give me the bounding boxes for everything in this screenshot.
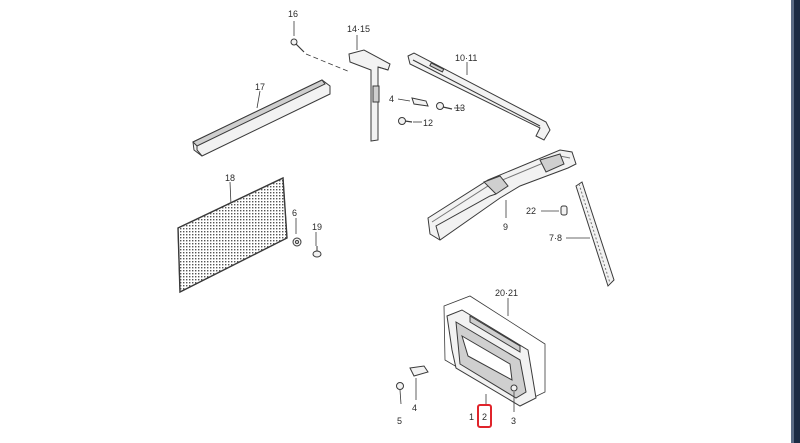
callout-10-11: 10·11 xyxy=(455,53,478,63)
callout-2[interactable]: 2 xyxy=(482,412,488,422)
callout-7-8: 7·8 xyxy=(549,233,563,243)
callout-1: 1 xyxy=(469,412,475,422)
callout-4-upper: 4 xyxy=(389,94,395,104)
callout-12: 12 xyxy=(423,118,434,128)
callout-9: 9 xyxy=(503,222,509,232)
callout-6-upper: 6 xyxy=(292,208,298,218)
screw-part-16 xyxy=(290,21,351,73)
callout-16: 16 xyxy=(288,9,299,19)
bracket-part-14-15 xyxy=(348,35,391,142)
trim-panel-part-9 xyxy=(427,149,577,241)
screw-part-13 xyxy=(436,102,463,110)
screw-part-19 xyxy=(312,232,322,258)
callout-4-lower: 4 xyxy=(412,403,418,413)
clip-part-4-upper xyxy=(397,97,429,107)
trim-strip-part-17 xyxy=(192,79,331,157)
callout-13: 13 xyxy=(455,103,466,113)
washer-part-6 xyxy=(292,218,302,247)
clip-part-22 xyxy=(541,205,568,216)
callout-20-21: 20·21 xyxy=(495,288,519,298)
callout-5: 5 xyxy=(397,416,403,426)
selected-callout-highlight xyxy=(477,404,492,428)
strip-part-7-8 xyxy=(566,181,615,287)
callout-18: 18 xyxy=(225,173,236,183)
mesh-panel-part-18 xyxy=(177,176,288,294)
tray-part-20-21 xyxy=(443,295,546,407)
callout-3: 3 xyxy=(511,416,517,426)
rail-part-10-11 xyxy=(407,52,551,141)
clip-part-4-lower xyxy=(409,365,429,400)
window-edge xyxy=(794,0,800,443)
screw-part-12 xyxy=(398,117,422,125)
scrollbar-track xyxy=(791,0,794,443)
screw-part-5 xyxy=(396,382,404,405)
callout-17: 17 xyxy=(255,82,266,92)
callout-14-15: 14·15 xyxy=(347,24,371,34)
callout-19: 19 xyxy=(312,222,323,232)
callout-22: 22 xyxy=(526,206,537,216)
